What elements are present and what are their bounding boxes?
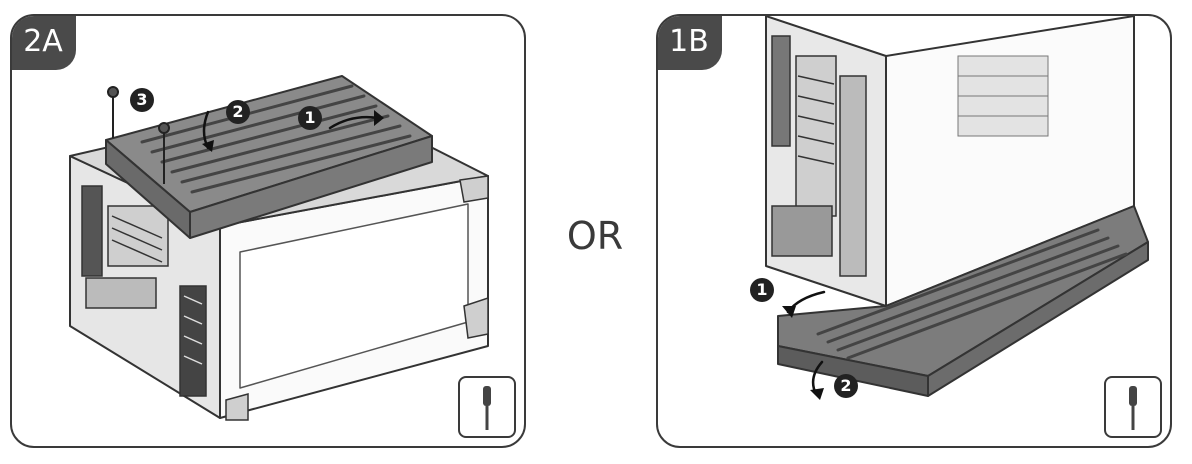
screwdriver-icon xyxy=(1129,386,1137,430)
callout-3: 3 xyxy=(130,88,154,112)
case-top-radiator-illustration xyxy=(69,75,489,421)
screwdriver-icon xyxy=(483,386,491,430)
callout-2: 2 xyxy=(226,100,250,124)
step-label-2a: 2A xyxy=(12,16,76,70)
case-bottom-radiator-illustration xyxy=(765,16,1149,400)
callout-2: 2 xyxy=(834,374,858,398)
step-panel-2a: 2A 1 2 3 xyxy=(10,14,526,448)
tool-box xyxy=(458,376,516,438)
step-panel-1b: 1B 1 2 xyxy=(656,14,1172,448)
tool-box xyxy=(1104,376,1162,438)
step-label-1b: 1B xyxy=(658,16,722,70)
or-label: OR xyxy=(566,214,624,258)
callout-1: 1 xyxy=(750,278,774,302)
callout-1: 1 xyxy=(298,106,322,130)
